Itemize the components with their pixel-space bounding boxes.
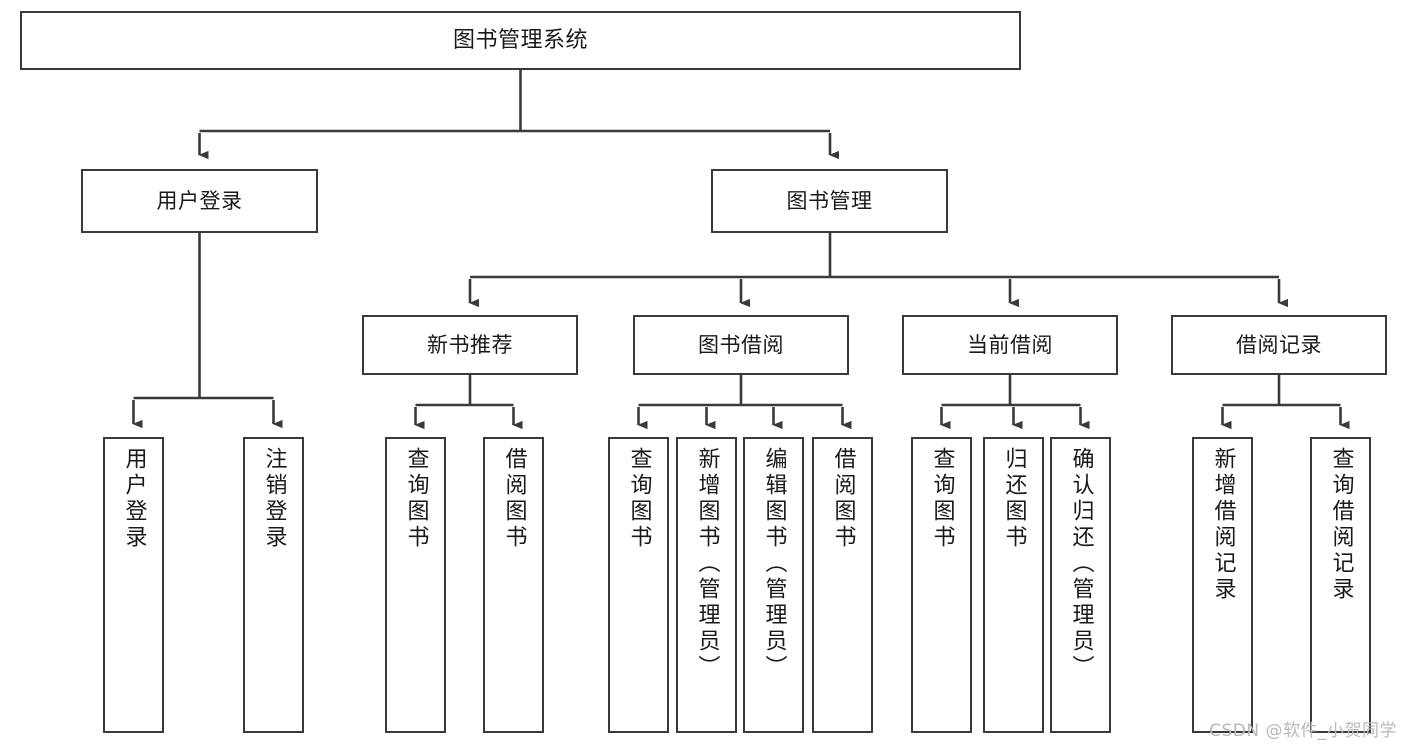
node-leaf-add-book[interactable]: 新增图书（管理员） [676,437,737,733]
node-current-borrow-label: 当前借阅 [967,332,1053,357]
node-leaf-borrow-book-2[interactable]: 借阅图书 [812,437,873,733]
node-leaf-confirm-return-label: 确认归还（管理员） [1068,447,1094,681]
node-borrow-record[interactable]: 借阅记录 [1171,315,1387,375]
node-leaf-query-book-1-label: 查询图书 [403,447,429,551]
node-leaf-query-record[interactable]: 查询借阅记录 [1310,437,1371,733]
node-leaf-edit-book[interactable]: 编辑图书（管理员） [743,437,804,733]
node-leaf-user-login-label: 用户登录 [121,447,147,551]
node-user-login[interactable]: 用户登录 [81,169,318,233]
node-leaf-user-logout[interactable]: 注销登录 [243,437,304,733]
node-leaf-borrow-book-2-label: 借阅图书 [830,447,856,551]
node-borrow-record-label: 借阅记录 [1236,332,1322,357]
node-leaf-borrow-book-1[interactable]: 借阅图书 [483,437,544,733]
node-leaf-borrow-book-1-label: 借阅图书 [501,447,527,551]
node-root-label: 图书管理系统 [452,27,588,53]
node-book-borrow-label: 图书借阅 [698,332,784,357]
node-new-book-rec[interactable]: 新书推荐 [362,315,578,375]
node-leaf-add-record-label: 新增借阅记录 [1210,447,1236,603]
node-book-manage[interactable]: 图书管理 [711,169,948,233]
node-book-borrow[interactable]: 图书借阅 [633,315,849,375]
node-leaf-query-book-3[interactable]: 查询图书 [911,437,972,733]
node-leaf-return-book-label: 归还图书 [1001,447,1027,551]
node-root[interactable]: 图书管理系统 [20,11,1021,70]
node-leaf-query-book-1[interactable]: 查询图书 [385,437,446,733]
node-leaf-query-book-2[interactable]: 查询图书 [608,437,669,733]
watermark: CSDN @软件_小贺同学 [1209,721,1397,741]
node-leaf-add-record[interactable]: 新增借阅记录 [1192,437,1253,733]
node-leaf-edit-book-label: 编辑图书（管理员） [761,447,787,681]
node-book-manage-label: 图书管理 [786,188,873,213]
node-leaf-add-book-label: 新增图书（管理员） [694,447,720,681]
node-leaf-query-record-label: 查询借阅记录 [1328,447,1354,603]
node-leaf-query-book-3-label: 查询图书 [929,447,955,551]
node-new-book-rec-label: 新书推荐 [427,332,513,357]
node-leaf-return-book[interactable]: 归还图书 [983,437,1044,733]
node-leaf-query-book-2-label: 查询图书 [626,447,652,551]
node-leaf-confirm-return[interactable]: 确认归还（管理员） [1050,437,1111,733]
node-leaf-user-logout-label: 注销登录 [261,447,287,551]
node-leaf-user-login[interactable]: 用户登录 [103,437,164,733]
node-user-login-label: 用户登录 [156,188,243,213]
node-current-borrow[interactable]: 当前借阅 [902,315,1118,375]
